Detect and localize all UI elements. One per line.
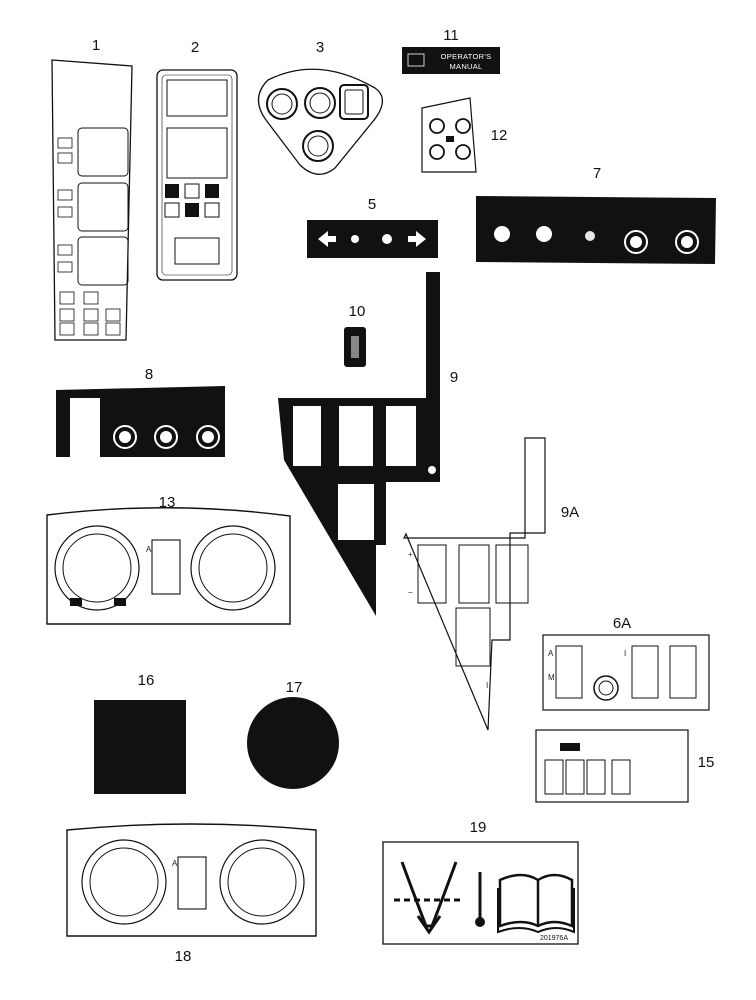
decal-7 bbox=[476, 196, 716, 264]
decal-17 bbox=[247, 697, 339, 789]
callout-5: 5 bbox=[368, 196, 376, 213]
callout-6A: 6A bbox=[613, 615, 631, 632]
label-9a-i: I bbox=[486, 681, 488, 690]
decal-3 bbox=[257, 68, 383, 175]
decal-16 bbox=[94, 700, 186, 794]
label-13-a: A bbox=[146, 545, 152, 554]
decal-11-operators-manual: OPERATOR'S MANUAL bbox=[402, 47, 500, 74]
decal-2 bbox=[156, 69, 238, 281]
callout-19: 19 bbox=[470, 819, 487, 836]
decal-12 bbox=[421, 97, 477, 173]
label-6a-i: I bbox=[624, 649, 626, 658]
decal-19: 201976A bbox=[382, 841, 579, 945]
callout-8: 8 bbox=[145, 366, 153, 383]
decal-9 bbox=[278, 272, 440, 616]
callout-10: 10 bbox=[349, 303, 366, 320]
decal-6A: A M I bbox=[542, 634, 710, 711]
callout-7: 7 bbox=[593, 165, 601, 182]
callout-11: 11 bbox=[443, 27, 459, 44]
callout-1: 1 bbox=[92, 37, 100, 54]
label-6a-a: A bbox=[548, 649, 554, 658]
decal-9A: + − I bbox=[403, 437, 546, 731]
manual-line-1: OPERATOR'S bbox=[441, 52, 492, 61]
decal-1 bbox=[51, 59, 133, 341]
label-6a-m: M bbox=[548, 673, 555, 682]
decal-8 bbox=[56, 386, 225, 457]
callout-16: 16 bbox=[138, 672, 155, 689]
decal-5 bbox=[307, 220, 438, 258]
callout-15: 15 bbox=[698, 754, 715, 771]
label-18-a: A bbox=[172, 859, 178, 868]
manual-line-2: MANUAL bbox=[449, 62, 482, 71]
label-9a-plus: + bbox=[408, 550, 413, 559]
label-9a-minus: − bbox=[408, 588, 413, 597]
callout-3: 3 bbox=[316, 39, 324, 56]
callout-12: 12 bbox=[491, 127, 508, 144]
part-number-19: 201976A bbox=[540, 935, 568, 942]
decal-18: A bbox=[66, 823, 317, 937]
decal-13: A bbox=[46, 507, 291, 625]
decal-10 bbox=[344, 327, 366, 367]
callout-9: 9 bbox=[450, 369, 458, 386]
callout-18: 18 bbox=[175, 948, 192, 965]
callout-labels: 1 2 3 11 12 5 7 10 8 9 13 9A 6A 16 17 15… bbox=[92, 27, 715, 965]
callout-9A: 9A bbox=[561, 504, 579, 521]
callout-2: 2 bbox=[191, 39, 199, 56]
callout-17: 17 bbox=[286, 679, 303, 696]
callout-13: 13 bbox=[159, 494, 176, 511]
decal-15 bbox=[535, 729, 689, 803]
